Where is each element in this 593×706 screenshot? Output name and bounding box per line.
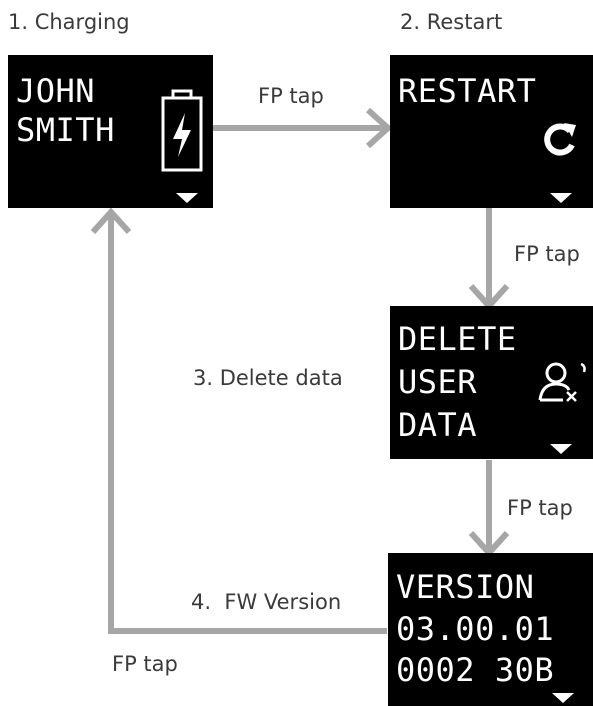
down-indicator-icon [550,193,572,203]
arrow-version-to-charging [108,212,387,634]
caption-restart: 2. Restart [400,10,503,34]
caption-delete-data: 3. Delete data [193,366,343,390]
restart-icon [544,123,576,156]
down-indicator-icon [552,693,574,703]
screen-delete-line-3: DATA [398,406,478,444]
screen-version-line-1: VERSION [396,568,535,606]
battery-charging-icon [161,89,203,172]
arrowhead-restart [365,107,393,149]
screen-delete-line-2: USER [398,363,478,401]
screen-charging-line-2: SMITH [16,111,115,149]
screen-version-line-3: 0002 30B [396,651,555,689]
caption-charging: 1. Charging [8,10,130,34]
down-indicator-icon [550,444,572,454]
screen-delete-line-1: DELETE [398,320,517,358]
screen-restart: RESTART [390,55,593,208]
screen-fw-version: VERSION 03.00.01 0002 30B [388,553,593,706]
label-restart-to-delete: FP tap [514,242,580,266]
arrowhead-charging [90,207,132,235]
screen-version-line-2: 03.00.01 [396,610,555,648]
caption-fw-version: 4. FW Version [191,590,342,614]
screen-charging-line-1: JOHN [16,72,96,110]
screen-delete-user-data: DELETE USER DATA [390,306,593,459]
down-indicator-icon [176,193,198,203]
label-delete-to-version: FP tap [507,496,573,520]
user-delete-icon [538,362,586,402]
screen-charging: JOHN SMITH [8,55,213,208]
label-version-to-charging: FP tap [112,652,178,676]
label-charging-to-restart: FP tap [258,84,324,108]
screen-restart-line-1: RESTART [398,72,537,110]
